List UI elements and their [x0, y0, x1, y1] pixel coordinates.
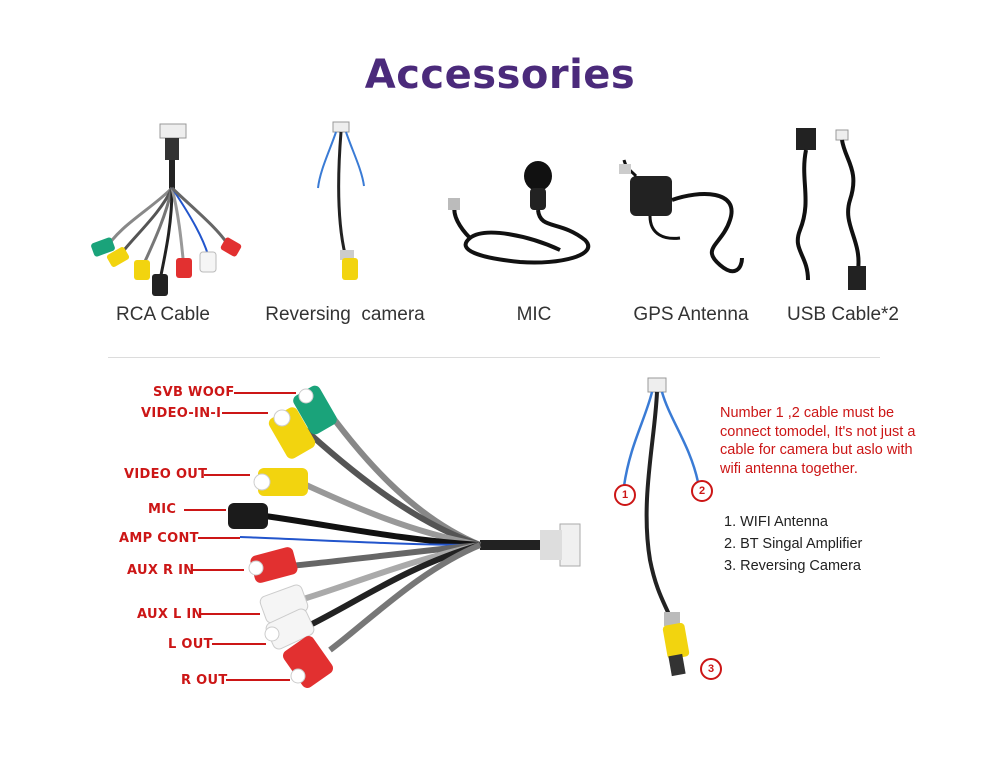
page-title: Accessories: [364, 52, 636, 98]
camera-item-wifi: 1. WIFI Antenna: [724, 514, 828, 530]
marker-2: 2: [691, 480, 713, 502]
marker-1: 1: [614, 484, 636, 506]
rca-plug-video-in: [268, 407, 316, 459]
microphone-icon: [448, 161, 591, 265]
label-video-in: VIDEO-IN-I: [141, 406, 222, 421]
camera-note: Number 1 ,2 cable must be connect tomode…: [720, 405, 916, 477]
rca-plug-l-out: [264, 608, 315, 650]
rca-plug-aux-r-in: [248, 547, 298, 583]
accessory-caption-reversing-camera: Reversing camera: [265, 304, 425, 325]
rca-plug-video-out: [253, 468, 308, 496]
rca-plug-mic: [228, 503, 268, 529]
label-amp-cont: AMP CONT: [119, 531, 199, 546]
label-l-out: L OUT: [168, 637, 213, 652]
label-aux-l-in: AUX L IN: [137, 607, 203, 622]
reversing-camera-cable-icon: [317, 121, 365, 280]
section-divider: [108, 357, 880, 358]
label-video-out: VIDEO OUT: [124, 467, 208, 482]
marker-3: 3: [700, 658, 722, 680]
accessory-caption-usb: USB Cable*2: [787, 304, 899, 325]
accessory-caption-rca: RCA Cable: [116, 304, 210, 325]
camera-item-bt: 2. BT Singal Amplifier: [724, 536, 863, 552]
accessory-caption-gps: GPS Antenna: [633, 304, 749, 325]
accessory-caption-mic: MIC: [516, 304, 552, 325]
label-mic: MIC: [148, 502, 177, 517]
gps-antenna-icon: [619, 159, 744, 274]
label-svb-woof: SVB WOOF: [153, 385, 235, 400]
camera-item-reversing: 3. Reversing Camera: [724, 558, 861, 574]
rca-plug-r-out: [282, 636, 334, 688]
rca-cable-icon: [91, 123, 242, 296]
usb-cable-icon: [795, 128, 866, 290]
label-aux-r-in: AUX R IN: [127, 563, 195, 578]
label-r-out: R OUT: [181, 673, 228, 688]
rca-plug-svb-woof: [293, 385, 337, 435]
